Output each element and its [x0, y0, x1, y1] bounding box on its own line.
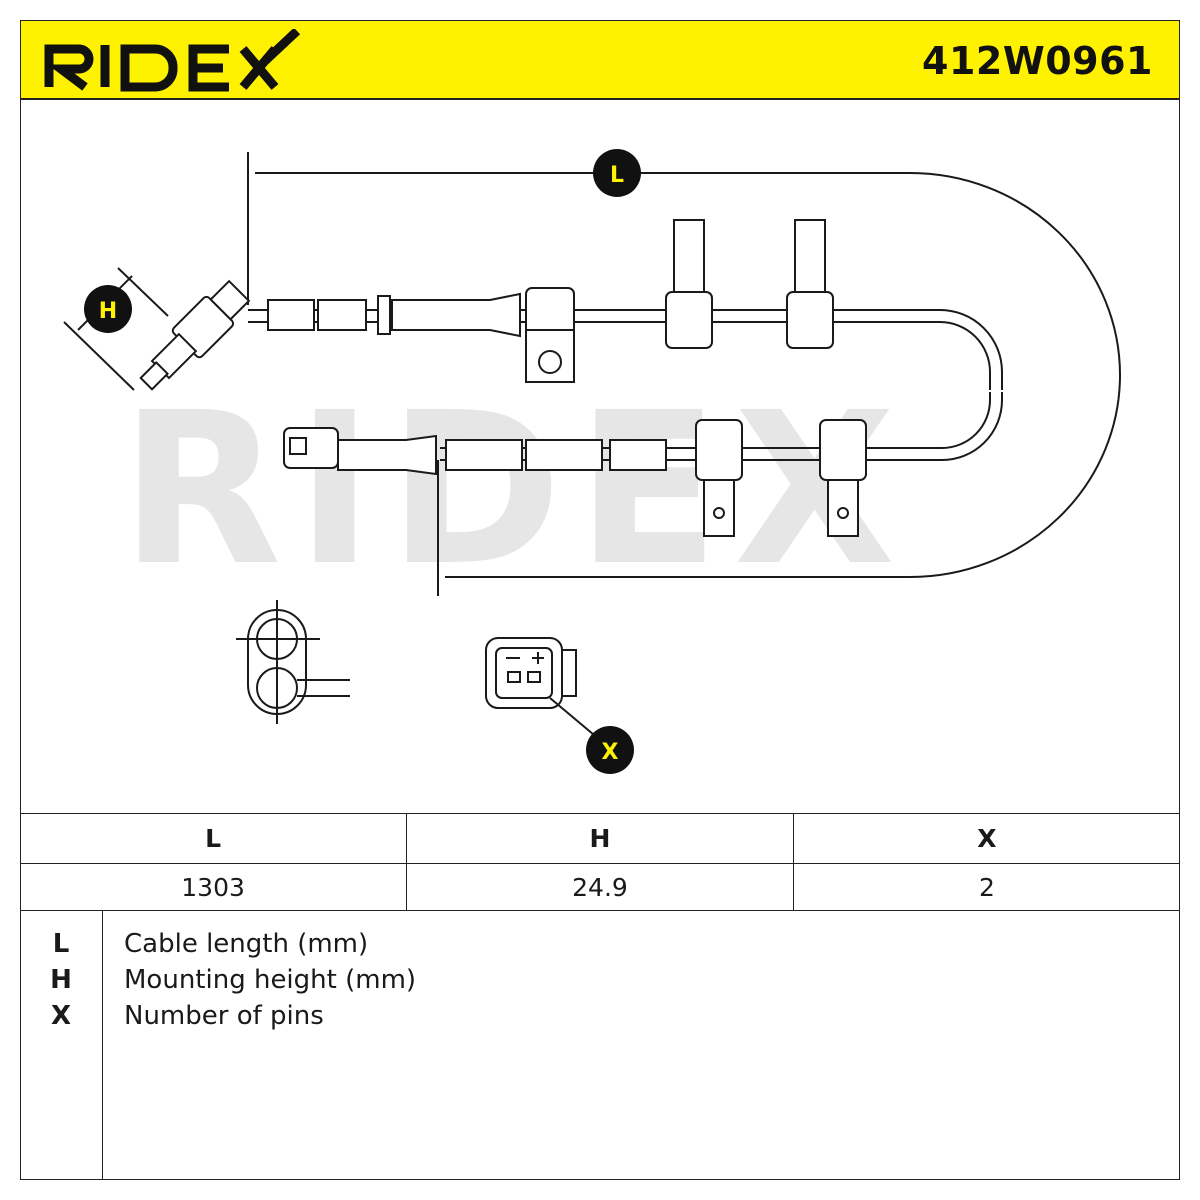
dimension-table: L H X 1303 24.9 2: [20, 813, 1180, 911]
dim-header-h: H: [406, 814, 794, 864]
legend-row: X Number of pins: [20, 1001, 1180, 1037]
sensor-head: [139, 279, 251, 391]
callout-pins: X: [586, 726, 634, 774]
pin-callout-leader: [549, 697, 601, 741]
legend-key: H: [50, 965, 72, 995]
connector-housing: [337, 434, 437, 476]
legend-key-column: [20, 911, 103, 1180]
part-number: 412W0961: [922, 39, 1153, 83]
sensor-drawing: RIDEX: [63, 149, 1121, 774]
mounting-bracket: [525, 287, 575, 335]
connector-face-view: [485, 637, 601, 741]
header-bar: 412W0961: [20, 20, 1180, 100]
dim-header-l: L: [20, 814, 408, 864]
dim-value-l: 1303: [20, 863, 408, 910]
svg-text:L: L: [610, 163, 624, 188]
cable-lower: [440, 392, 991, 449]
legend-label: Cable length (mm): [124, 929, 369, 959]
svg-text:H: H: [99, 299, 117, 324]
ridex-watermark: RIDEX: [120, 367, 910, 612]
callout-length: L: [593, 149, 641, 197]
length-dimension-line: [255, 172, 1121, 578]
cable-clip: [673, 219, 705, 293]
dim-header-x: X: [793, 814, 1180, 864]
cable-sleeve: [391, 292, 521, 338]
dim-value-h: 24.9: [406, 863, 794, 910]
legend-key: X: [50, 1001, 72, 1031]
legend-label: Number of pins: [124, 1001, 324, 1031]
legend: L Cable length (mm) H Mounting height (m…: [20, 911, 1180, 1180]
sensor-side-view: [236, 600, 350, 724]
cable-bellows: [267, 299, 315, 331]
ridex-logo: [44, 29, 301, 92]
legend-key: L: [52, 929, 70, 959]
legend-row: L Cable length (mm): [20, 929, 1180, 965]
legend-label: Mounting height (mm): [124, 965, 417, 995]
cable-upper: [248, 309, 1003, 390]
svg-text:X: X: [602, 740, 619, 765]
legend-row: H Mounting height (mm): [20, 965, 1180, 1001]
dim-value-x: 2: [978, 872, 995, 902]
callout-height: H: [84, 285, 132, 333]
